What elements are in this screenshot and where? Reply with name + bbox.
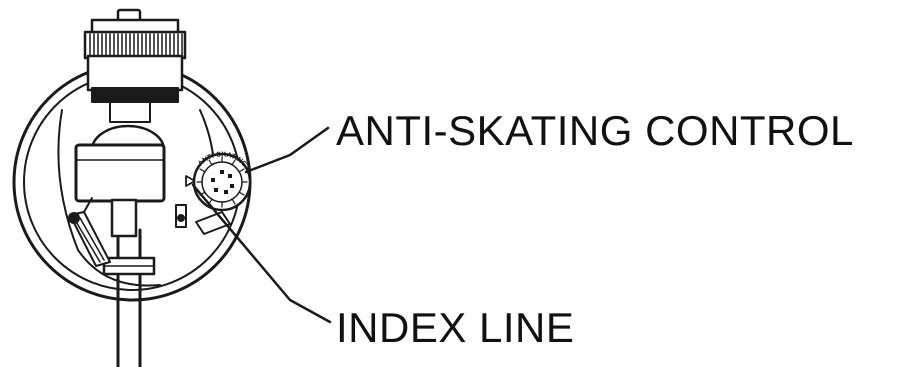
index-marker-icon	[185, 175, 196, 187]
anti-skating-dial[interactable]: ANTI-SKATING	[192, 151, 252, 212]
index-line-label: INDEX LINE	[336, 304, 575, 351]
anti-skating-leader	[244, 126, 330, 174]
anti-skating-control-label: ANTI-SKATING CONTROL	[336, 107, 854, 154]
counterweight	[83, 8, 187, 123]
callout-leader-lines	[191, 126, 332, 324]
index-line-leader	[191, 183, 332, 324]
pivot-housing	[74, 124, 166, 276]
lift-lever	[68, 197, 111, 267]
